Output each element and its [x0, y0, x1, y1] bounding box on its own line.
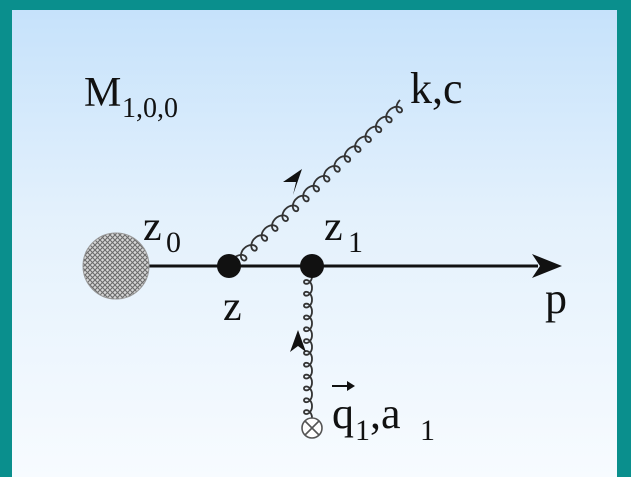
z0-label: z	[143, 204, 162, 250]
gluon-in	[303, 275, 313, 419]
diagram-label: M	[84, 70, 121, 116]
gluon-out-arrow-icon	[283, 169, 302, 195]
q-vector-arrow-icon	[332, 381, 355, 391]
z1-sub: 1	[348, 226, 363, 259]
q-color-label: ,a	[370, 389, 401, 438]
circled-times-icon	[301, 417, 323, 439]
gluon-out-coil	[233, 99, 404, 262]
q-color-sub: 1	[420, 414, 435, 447]
gluon-out	[233, 99, 404, 262]
gluon-in-coil	[303, 275, 313, 419]
gluon-in-arrow-icon	[290, 330, 306, 352]
vertex-z-label: z	[223, 284, 242, 330]
q-sub: 1	[355, 414, 370, 447]
hatched-circle-source-icon	[82, 232, 150, 300]
vertex-z1	[300, 254, 324, 278]
q-label: q	[332, 389, 354, 438]
arrowhead-icon	[532, 254, 562, 278]
momentum-p-label: p	[545, 274, 567, 323]
diagram-label-sub: 1,0,0	[122, 93, 178, 124]
z0-sub: 0	[166, 226, 181, 259]
gluon-out-label: k,c	[410, 64, 463, 113]
vertex-z	[217, 254, 241, 278]
z1-label: z	[324, 204, 343, 250]
